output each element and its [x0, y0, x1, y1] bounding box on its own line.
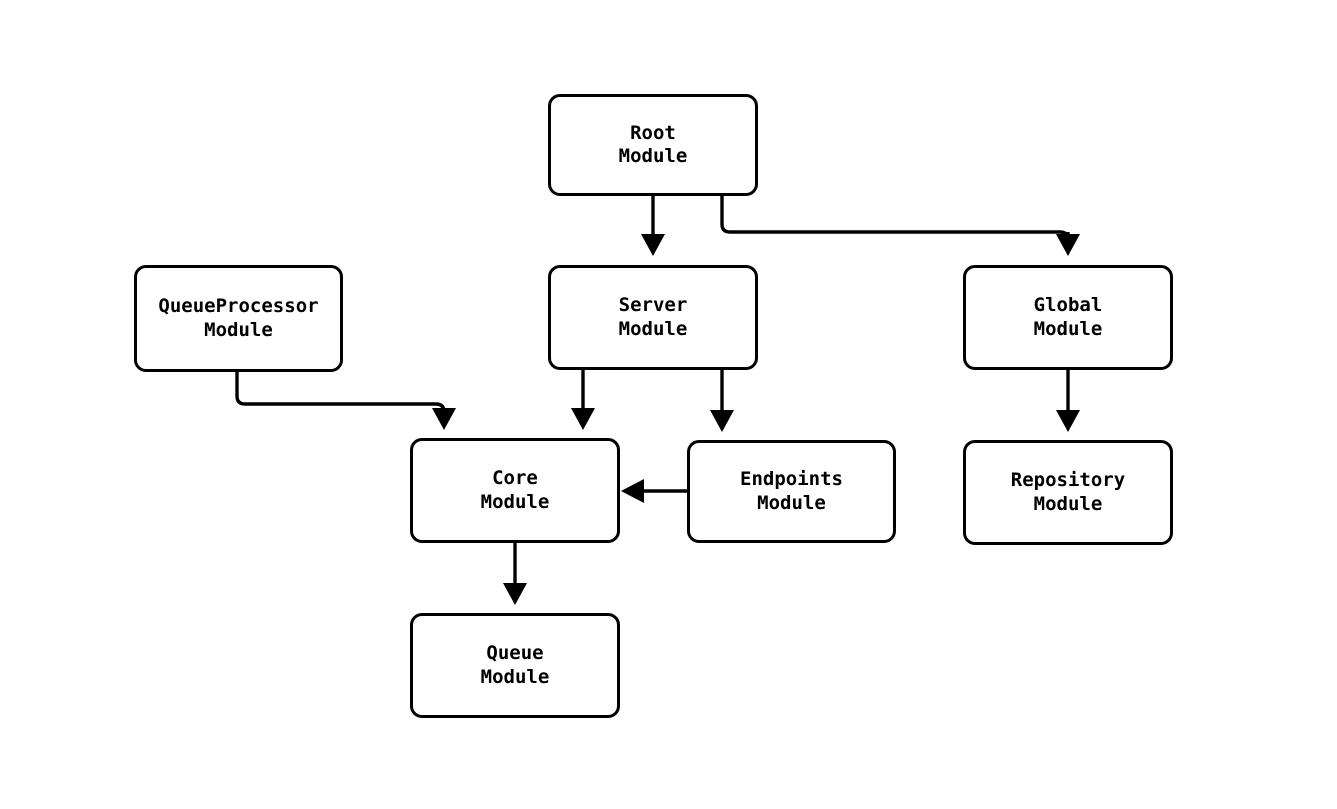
edge-queueprocessor-to-core: [235, 370, 456, 430]
node-queue-module[interactable]: Queue Module: [410, 613, 620, 718]
node-core-module-label: Core Module: [480, 467, 550, 513]
node-repository-module-label: Repository Module: [1010, 469, 1126, 515]
edge-root-to-global: [720, 194, 1080, 256]
edge-endpoints-to-core: [621, 479, 687, 503]
node-core-module[interactable]: Core Module: [410, 438, 620, 543]
node-queue-module-label: Queue Module: [480, 642, 550, 688]
edge-server-to-endpoints: [710, 370, 734, 432]
edge-root-to-server: [641, 196, 665, 256]
node-repository-module[interactable]: Repository Module: [963, 440, 1173, 545]
node-global-module-label: Global Module: [1033, 294, 1103, 340]
edge-core-to-queue: [503, 543, 527, 605]
node-global-module[interactable]: Global Module: [963, 265, 1173, 370]
node-root-module[interactable]: Root Module: [548, 94, 758, 196]
node-server-module-label: Server Module: [618, 294, 688, 340]
edge-server-to-core: [571, 370, 595, 430]
edge-global-to-repository: [1056, 370, 1080, 432]
node-endpoints-module[interactable]: Endpoints Module: [687, 440, 896, 543]
node-queueprocessor-module[interactable]: QueueProcessor Module: [134, 265, 343, 372]
node-queueprocessor-module-label: QueueProcessor Module: [158, 295, 319, 341]
node-endpoints-module-label: Endpoints Module: [740, 468, 843, 514]
node-root-module-label: Root Module: [618, 121, 688, 167]
node-server-module[interactable]: Server Module: [548, 265, 758, 370]
